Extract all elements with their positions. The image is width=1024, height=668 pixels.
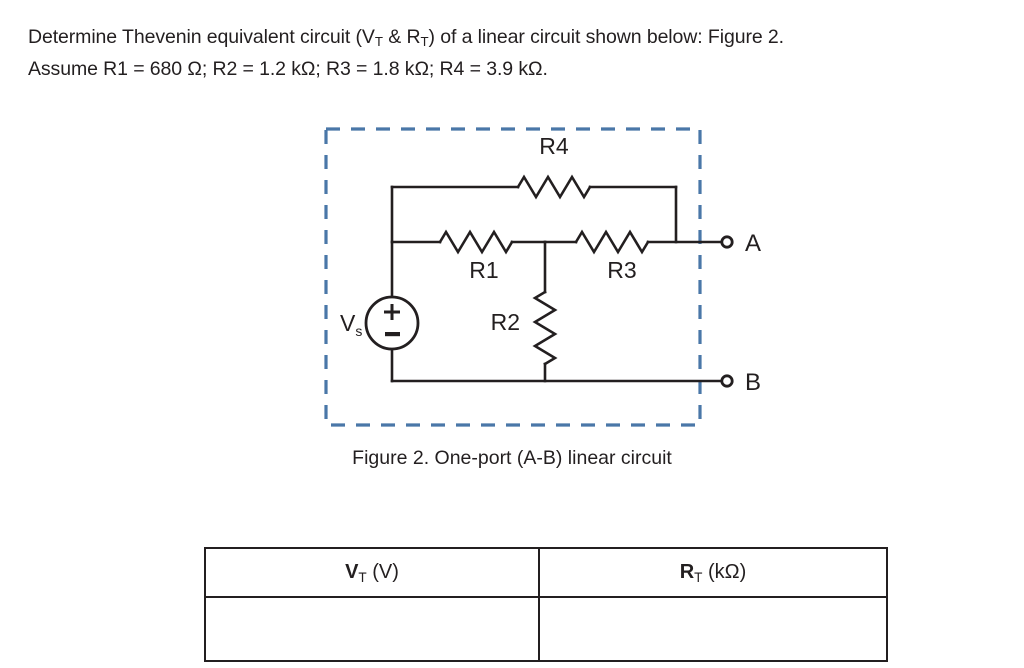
- column-header-rt: RT (kΩ): [538, 547, 888, 598]
- resistor-r3-zigzag: [574, 229, 650, 255]
- source-minus-icon: [385, 332, 400, 337]
- resistor-label-r4: R4: [539, 133, 569, 159]
- answer-cell-vt[interactable]: [204, 596, 540, 662]
- column-header-rt-unit: (kΩ): [702, 561, 747, 583]
- table-header-row: VT (V) RT (kΩ): [204, 547, 888, 598]
- terminal-label-a: A: [745, 230, 761, 257]
- problem-text-part-2: & R: [382, 26, 421, 48]
- problem-text-part-3: ) of a linear circuit shown below: Figur…: [428, 26, 785, 48]
- circuit-diagram-svg: R4 R1 R3 R2 Vs A B: [324, 127, 761, 427]
- column-header-vt-subscript: T: [358, 569, 367, 585]
- voltage-source-label-main: V: [340, 310, 356, 336]
- terminal-label-b: B: [745, 369, 761, 396]
- problem-statement-line-1: Determine Thevenin equivalent circuit (V…: [28, 22, 1003, 54]
- column-header-rt-symbol: R: [679, 561, 695, 583]
- problem-statement-line-2: Assume R1 = 680 Ω; R2 = 1.2 kΩ; R3 = 1.8…: [28, 58, 548, 80]
- problem-statement: Determine Thevenin equivalent circuit (V…: [28, 22, 1003, 84]
- problem-text-part-1: Determine Thevenin equivalent circuit (V: [28, 26, 375, 48]
- voltage-source-label-sub: s: [355, 323, 362, 339]
- voltage-source-label: Vs: [340, 310, 362, 339]
- voltage-source-circle: [364, 295, 420, 351]
- vt-subscript: T: [374, 34, 383, 50]
- rt-subscript: T: [420, 34, 429, 50]
- answer-table: VT (V) RT (kΩ): [204, 547, 888, 662]
- table-row: [204, 596, 888, 662]
- source-plus-icon: [384, 304, 400, 320]
- column-header-vt-unit: (V): [366, 561, 399, 583]
- column-header-vt: VT (V): [204, 547, 540, 598]
- circuit-figure: R4 R1 R3 R2 Vs A B: [0, 120, 1024, 430]
- resistor-r1-zigzag: [438, 229, 514, 255]
- answer-cell-rt[interactable]: [538, 596, 888, 662]
- terminal-a-node-circle: [720, 235, 734, 249]
- resistor-r4-zigzag: [516, 174, 592, 200]
- terminal-b-node-circle: [720, 374, 734, 388]
- resistor-r2-zigzag: [532, 290, 558, 366]
- figure-caption: Figure 2. One-port (A-B) linear circuit: [352, 447, 672, 469]
- column-header-rt-subscript: T: [694, 569, 703, 585]
- column-header-vt-symbol: V: [345, 561, 359, 583]
- one-port-boundary-dashed-box: [324, 127, 702, 427]
- resistor-label-r2: R2: [491, 309, 520, 335]
- resistor-label-r1: R1: [469, 257, 498, 283]
- resistor-label-r3: R3: [607, 257, 636, 283]
